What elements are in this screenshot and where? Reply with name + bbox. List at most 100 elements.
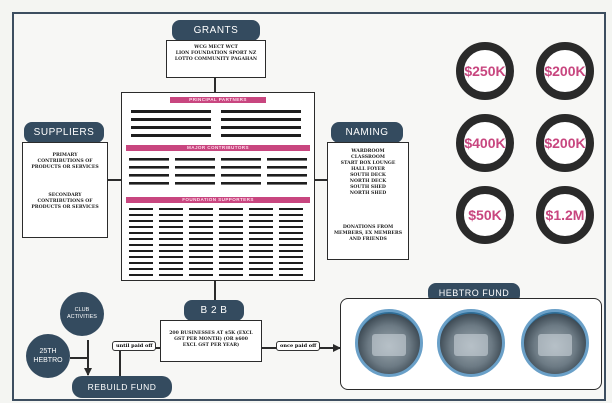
name-placeholder-line	[278, 213, 303, 216]
hebtro-photo-emblem	[521, 309, 589, 377]
name-placeholder-line	[128, 231, 153, 234]
grants-line-1: WCG MECT WCT	[194, 45, 238, 50]
naming-item: START BOX LOUNGE	[340, 161, 396, 166]
name-placeholder-line	[174, 181, 215, 185]
name-placeholder-line	[128, 267, 153, 270]
hebtro-25th-badge: 25th HEBTRO	[26, 334, 70, 378]
name-placeholder-line	[128, 165, 169, 169]
name-placeholder-line	[188, 255, 213, 258]
name-placeholder-line	[128, 225, 153, 228]
donor-tiers-box: PRINCIPAL PARTNERS MAJOR CONTRIBUTORS FO…	[121, 92, 315, 281]
name-placeholder-line	[188, 231, 213, 234]
naming-title: NAMING	[331, 122, 403, 143]
naming-item: SOUTH SHED	[350, 185, 386, 190]
name-placeholder-line	[220, 117, 301, 121]
name-placeholder-line	[220, 165, 261, 169]
name-placeholder-line	[218, 243, 243, 246]
name-placeholder-line	[278, 267, 303, 270]
name-placeholder-line	[130, 117, 211, 121]
b2b-text: 200 BUSINESSES AT $5K (EXCL GST PER MONT…	[169, 331, 253, 348]
name-placeholder-line	[130, 125, 211, 129]
name-placeholder-line	[218, 231, 243, 234]
name-placeholder-line	[248, 237, 273, 240]
name-placeholder-line	[158, 237, 183, 240]
naming-item: NORTH DECK	[349, 179, 387, 184]
name-placeholder-line	[248, 219, 273, 222]
name-placeholder-line	[218, 237, 243, 240]
rebuild-arrowhead	[84, 368, 92, 376]
amount-circle: $200K	[536, 114, 594, 172]
name-placeholder-line	[278, 249, 303, 252]
rebuild-fund-label: REBUILD FUND	[72, 376, 172, 398]
amount-circle: $1.2M	[536, 186, 594, 244]
name-placeholder-line	[158, 267, 183, 270]
suppliers-secondary: SECONDARY CONTRIBUTIONS OF PRODUCTS OR S…	[31, 193, 99, 210]
name-placeholder-line	[128, 249, 153, 252]
name-placeholder-line	[158, 243, 183, 246]
name-placeholder-line	[158, 219, 183, 222]
grants-line-3: LOTTO COMMUNITY PAGAHAN	[174, 57, 258, 62]
name-placeholder-line	[174, 157, 215, 161]
name-placeholder-line	[188, 219, 213, 222]
name-placeholder-line	[266, 157, 307, 161]
name-placeholder-line	[128, 173, 169, 177]
until-paid-off-label: until paid off	[112, 341, 157, 351]
name-placeholder-line	[220, 133, 301, 137]
name-placeholder-line	[218, 267, 243, 270]
name-placeholder-line	[128, 237, 153, 240]
name-placeholder-line	[218, 273, 243, 276]
hebtro-photo-emblem	[437, 309, 505, 377]
name-placeholder-line	[266, 173, 307, 177]
name-placeholder-line	[158, 261, 183, 264]
name-placeholder-line	[220, 181, 261, 185]
naming-item: HALL FOYER	[351, 167, 385, 172]
name-placeholder-line	[158, 273, 183, 276]
once-paid-off-label: once paid off	[276, 341, 321, 351]
grants-box: WCG MECT WCT LION FOUNDATION SPORT NZ LO…	[166, 40, 266, 78]
name-placeholder-line	[218, 225, 243, 228]
name-placeholder-line	[128, 273, 153, 276]
name-placeholder-line	[188, 207, 213, 210]
name-placeholder-line	[128, 157, 169, 161]
name-placeholder-line	[220, 173, 261, 177]
name-placeholder-line	[158, 225, 183, 228]
tier-name-lines	[128, 109, 307, 276]
name-placeholder-line	[128, 219, 153, 222]
name-placeholder-line	[188, 225, 213, 228]
name-placeholder-line	[188, 273, 213, 276]
name-placeholder-line	[188, 249, 213, 252]
name-placeholder-line	[128, 207, 153, 210]
hebtro-fund-box	[340, 298, 602, 390]
name-placeholder-line	[128, 261, 153, 264]
suppliers-box: PRIMARY CONTRIBUTIONS OF PRODUCTS OR SER…	[22, 142, 108, 238]
name-placeholder-line	[220, 157, 261, 161]
name-placeholder-line	[218, 207, 243, 210]
name-placeholder-line	[266, 181, 307, 185]
name-placeholder-line	[278, 207, 303, 210]
name-placeholder-line	[188, 237, 213, 240]
hebtro-arrowhead	[333, 344, 341, 352]
naming-donations: DONATIONS FROM MEMBERS, EX MEMBERS AND F…	[333, 225, 403, 242]
name-placeholder-line	[220, 109, 301, 113]
name-placeholder-line	[158, 207, 183, 210]
name-placeholder-line	[158, 213, 183, 216]
foundation-supporters-band: FOUNDATION SUPPORTERS	[126, 197, 310, 203]
b2b-box: 200 BUSINESSES AT $5K (EXCL GST PER MONT…	[160, 320, 262, 362]
amount-circle: $50K	[456, 186, 514, 244]
name-placeholder-line	[218, 219, 243, 222]
name-placeholder-line	[278, 231, 303, 234]
name-placeholder-line	[248, 231, 273, 234]
name-placeholder-line	[188, 267, 213, 270]
name-placeholder-line	[218, 213, 243, 216]
suppliers-title: SUPPLIERS	[24, 122, 104, 143]
naming-item: WARDROOM	[351, 149, 385, 154]
name-placeholder-line	[130, 109, 211, 113]
name-placeholder-line	[278, 255, 303, 258]
name-placeholder-line	[174, 165, 215, 169]
amount-circle: $250K	[456, 42, 514, 100]
name-placeholder-line	[130, 133, 211, 137]
name-placeholder-line	[188, 261, 213, 264]
